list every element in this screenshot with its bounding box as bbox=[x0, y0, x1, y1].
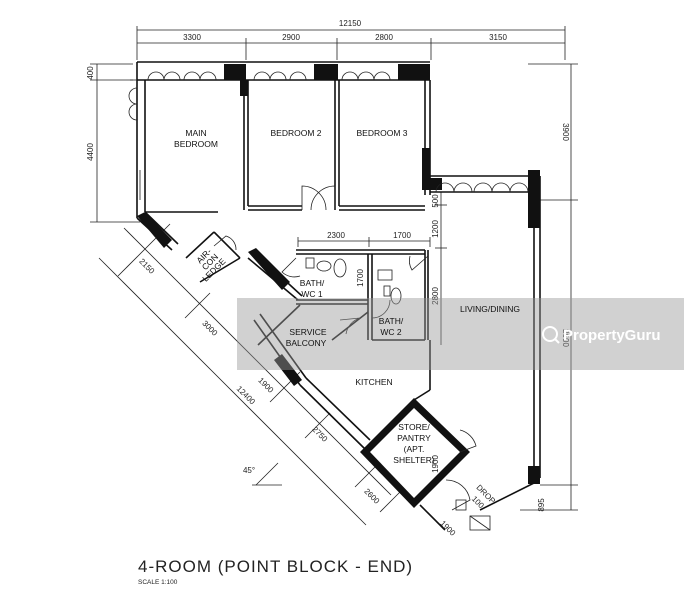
label-store-2: PANTRY bbox=[397, 433, 431, 443]
label-kitchen: KITCHEN bbox=[355, 377, 392, 387]
label-bath1-2: WC 1 bbox=[301, 289, 323, 299]
windows bbox=[128, 71, 529, 200]
label-main-bedroom-2: BEDROOM bbox=[174, 139, 218, 149]
watermark-band bbox=[237, 298, 684, 370]
dim-top-3300: 3300 bbox=[183, 33, 201, 42]
label-bath1-1: BATH/ bbox=[300, 278, 325, 288]
dim-2800: 2800 bbox=[431, 287, 440, 305]
plan-scale: SCALE 1:100 bbox=[138, 579, 178, 586]
label-bath2-2: WC 2 bbox=[380, 327, 402, 337]
dim-diag-2150: 2150 bbox=[137, 257, 156, 276]
dim-diag-2600: 2600 bbox=[362, 487, 381, 506]
plan-title: 4-ROOM (POINT BLOCK - END) bbox=[138, 557, 413, 576]
watermark-logo-icon bbox=[542, 326, 558, 342]
label-service-2: BALCONY bbox=[286, 338, 327, 348]
dim-left-4400: 4400 bbox=[86, 143, 95, 161]
bathroom-fixtures bbox=[305, 257, 402, 305]
dim-500: 500 bbox=[431, 194, 440, 208]
label-bedroom-2: BEDROOM 2 bbox=[270, 128, 321, 138]
watermark: PropertyGuru bbox=[237, 298, 684, 370]
inner-dimensions: 500 1200 2800 2300 1700 1700 bbox=[297, 192, 447, 345]
angle-marker: 45° bbox=[243, 462, 282, 486]
dim-diag-12400: 12400 bbox=[235, 384, 257, 406]
dim-top-2900: 2900 bbox=[282, 33, 300, 42]
dim-1700: 1700 bbox=[393, 231, 411, 240]
dim-diag-2750: 2750 bbox=[310, 425, 329, 444]
dim-1200: 1200 bbox=[431, 220, 440, 238]
dim-bottom-1900: 1900 bbox=[438, 519, 457, 538]
dim-2300: 2300 bbox=[327, 231, 345, 240]
label-store-1: STORE/ bbox=[398, 422, 430, 432]
watermark-text: PropertyGuru bbox=[563, 327, 661, 344]
dim-right-895: 895 bbox=[537, 498, 546, 512]
right-dimensions: 3900 2600 895 bbox=[520, 63, 578, 512]
dim-right-3900: 3900 bbox=[561, 123, 570, 141]
dim-right-2600: 2600 bbox=[561, 329, 570, 347]
dim-top-total: 12150 bbox=[339, 19, 362, 28]
label-bedroom-3: BEDROOM 3 bbox=[356, 128, 407, 138]
doors bbox=[213, 185, 477, 511]
wall-columns bbox=[137, 64, 540, 508]
label-main-bedroom-1: MAIN bbox=[185, 128, 206, 138]
dim-1700-v: 1700 bbox=[356, 269, 365, 287]
label-service-1: SERVICE bbox=[289, 327, 326, 337]
store-1900: 1900 bbox=[431, 455, 440, 473]
dim-top-2800: 2800 bbox=[375, 33, 393, 42]
label-bath2-1: BATH/ bbox=[379, 316, 404, 326]
dim-left-400: 400 bbox=[86, 66, 95, 80]
dim-top-3150: 3150 bbox=[489, 33, 507, 42]
label-store-3: (APT. bbox=[404, 444, 425, 454]
label-living: LIVING/DINING bbox=[460, 304, 520, 314]
left-dimensions: 400 4400 bbox=[86, 63, 140, 223]
room-labels: MAIN BEDROOM BEDROOM 2 BEDROOM 3 AIR- CO… bbox=[174, 128, 520, 465]
label-store-4: SHELTER) bbox=[393, 455, 435, 465]
top-dimensions: 12150 3300 2900 2800 3150 bbox=[136, 19, 566, 60]
dim-diag-1900: 1900 bbox=[256, 376, 275, 395]
angle-label: 45° bbox=[243, 466, 255, 475]
dim-diag-3000: 3000 bbox=[200, 319, 219, 338]
